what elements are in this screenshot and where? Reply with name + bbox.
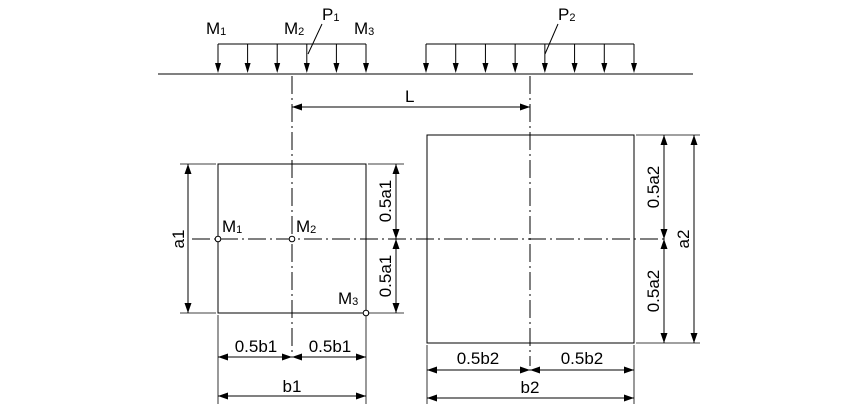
- label-m1-plan: M1: [222, 217, 242, 236]
- load-2-arrow-head: [423, 63, 429, 73]
- load-1-arrows: [215, 44, 369, 73]
- point-m3: [362, 309, 370, 317]
- label-p1: P1: [322, 5, 339, 24]
- load-2-arrow-head: [452, 63, 459, 73]
- leader-p1: [307, 23, 323, 55]
- label-L: L: [405, 87, 414, 106]
- load-2-arrow-head: [512, 63, 519, 73]
- point-m1: [214, 235, 222, 243]
- label-m2-plan: M2: [296, 217, 316, 236]
- label-half-b2-right: 0.5b2: [561, 349, 604, 368]
- label-half-a1-upper: 0.5a1: [376, 180, 395, 223]
- label-m3-plan: M3: [338, 289, 358, 308]
- label-m3-top: M3: [354, 19, 374, 38]
- load-1-arrow-head: [303, 63, 310, 73]
- label-half-a2-upper: 0.5a2: [644, 166, 663, 209]
- label-a1: a1: [169, 230, 188, 249]
- load-2-arrow-head: [601, 63, 608, 73]
- label-a2: a2: [674, 230, 693, 249]
- load-1-arrow-head: [274, 63, 281, 73]
- load-1-arrow-head: [244, 63, 251, 73]
- label-half-b1-left: 0.5b1: [235, 337, 278, 356]
- load-2-arrow-head: [571, 63, 578, 73]
- label-half-a1-lower: 0.5a1: [376, 255, 395, 298]
- label-m2-top: M2: [284, 19, 304, 38]
- load-1-arrow-head: [363, 63, 369, 73]
- load-2-arrow-head: [631, 63, 637, 73]
- label-b2: b2: [521, 378, 540, 397]
- load-2-arrow-head: [482, 63, 489, 73]
- load-2-arrow-head: [541, 63, 548, 73]
- label-p2: P2: [558, 5, 575, 24]
- label-half-a2-lower: 0.5a2: [644, 270, 663, 313]
- label-half-b2-left: 0.5b2: [457, 349, 500, 368]
- load-1-arrow-head: [333, 63, 340, 73]
- label-b1: b1: [283, 377, 302, 396]
- footing-2: [426, 134, 635, 344]
- point-m2: [288, 235, 296, 243]
- label-m1-top: M1: [206, 19, 226, 38]
- leader-p2: [544, 23, 559, 55]
- load-1-arrow-head: [215, 63, 221, 73]
- load-2: [423, 43, 637, 73]
- load-1: [215, 43, 369, 73]
- load-2-arrows: [423, 44, 637, 73]
- label-half-b1-right: 0.5b1: [309, 337, 352, 356]
